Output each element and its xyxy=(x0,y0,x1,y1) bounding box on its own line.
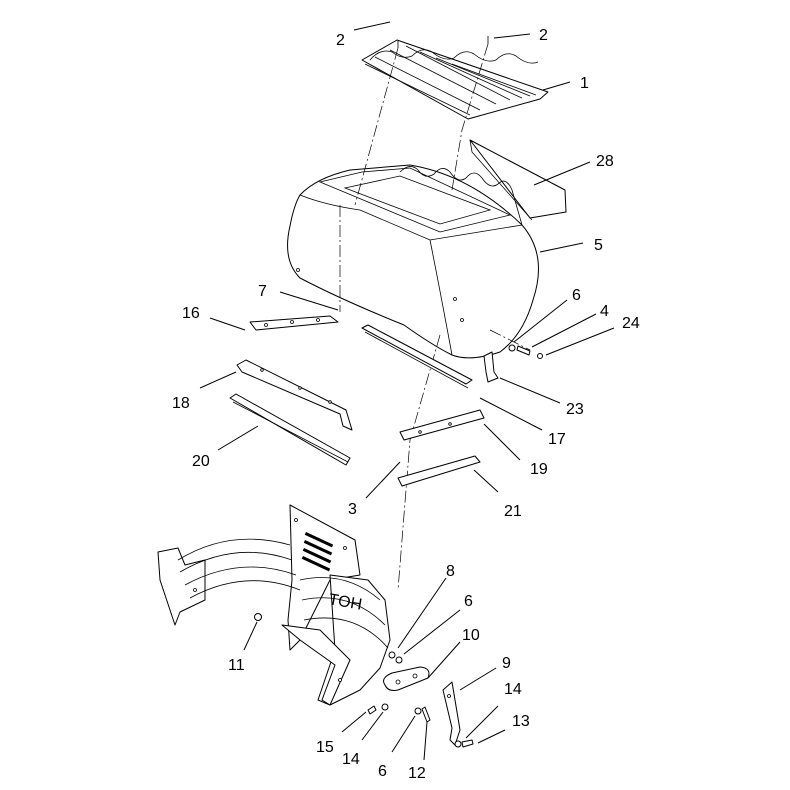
part-19-bracket xyxy=(399,409,485,441)
part-23-latch xyxy=(483,351,499,383)
callout-4: 4 xyxy=(600,303,609,320)
callout-16: 16 xyxy=(182,305,200,322)
callout-8: 8 xyxy=(446,563,455,580)
leader-lines xyxy=(199,21,615,761)
part-17-rail xyxy=(361,324,473,389)
part-18-channel xyxy=(236,359,353,431)
frame-assembly xyxy=(157,504,391,706)
part-28-panel xyxy=(469,139,567,221)
callout-11: 11 xyxy=(228,657,245,674)
hardware-14-13 xyxy=(454,739,474,748)
callout-14-right: 14 xyxy=(504,681,522,698)
callout-12: 12 xyxy=(408,765,426,782)
callout-5: 5 xyxy=(594,237,603,254)
callout-20: 20 xyxy=(192,453,210,470)
part-20-seal xyxy=(229,393,351,466)
callout-9: 9 xyxy=(502,655,511,672)
callout-7: 7 xyxy=(258,283,267,300)
callout-13: 13 xyxy=(512,713,530,730)
callout-24: 24 xyxy=(622,315,640,332)
part-11-nut xyxy=(254,613,262,621)
callout-2-left: 2 xyxy=(336,32,345,49)
part-16-bracket xyxy=(249,315,339,331)
callout-6-upper: 6 xyxy=(572,287,581,304)
callout-6-lower: 6 xyxy=(378,763,387,780)
callout-6-middle: 6 xyxy=(464,593,473,610)
hardware-8-6 xyxy=(388,651,403,664)
callout-3: 3 xyxy=(348,501,357,518)
callout-19: 19 xyxy=(530,461,548,478)
callout-17: 17 xyxy=(548,431,566,448)
callout-2-right: 2 xyxy=(539,27,548,44)
callout-14-left: 14 xyxy=(342,751,360,768)
hardware-6-4-24 xyxy=(508,344,543,359)
alignment-lines xyxy=(339,43,531,591)
part-10-plate xyxy=(383,666,430,691)
callout-15: 15 xyxy=(316,739,334,756)
part-9-bar xyxy=(442,681,461,746)
part-21-seal xyxy=(397,455,481,487)
frame-lettering: TOH xyxy=(327,591,363,614)
callout-23: 23 xyxy=(566,401,584,418)
callout-labels: 2 2 1 28 5 7 6 4 24 16 23 18 17 20 19 3 … xyxy=(172,27,640,782)
part-1-grille xyxy=(361,36,549,120)
part-5-hood xyxy=(287,164,539,359)
callout-28: 28 xyxy=(596,153,614,170)
callout-10: 10 xyxy=(462,627,480,644)
callout-18: 18 xyxy=(172,395,190,412)
callout-21: 21 xyxy=(504,503,522,520)
callout-1: 1 xyxy=(580,75,589,92)
